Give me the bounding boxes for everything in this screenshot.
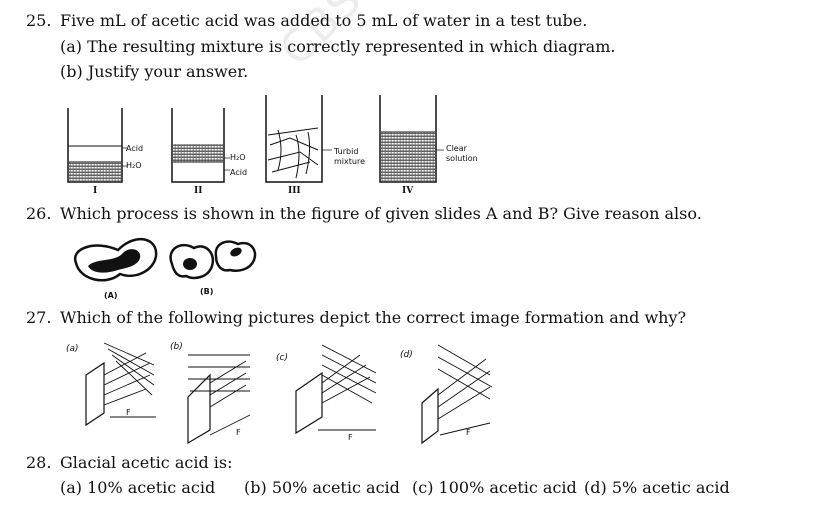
roman-ii: II <box>194 186 203 196</box>
label-h2o-i: H₂O <box>126 161 142 170</box>
question-number: 25. <box>26 11 52 30</box>
question-27: 27. Which of the following pictures depic… <box>26 308 686 328</box>
label-h2o-ii: H₂O <box>230 153 246 162</box>
label-acid-i: Acid <box>126 144 144 153</box>
diagram-b <box>187 354 251 445</box>
question-number: 28. <box>26 453 52 472</box>
label-mixture: mixture <box>334 157 365 166</box>
question-26: 26. Which process is shown in the figure … <box>26 204 702 224</box>
diagram-c <box>295 344 377 435</box>
question-number: 27. <box>26 308 52 327</box>
question-number: 26. <box>26 204 52 223</box>
label-slide-a: (A) <box>104 291 118 300</box>
cell-a <box>73 237 158 282</box>
label-acid-ii: Acid <box>230 168 248 177</box>
question-25-part-a: (a) The resulting mixture is correctly r… <box>60 37 616 56</box>
label-focus-a: F <box>126 408 131 417</box>
roman-iv: IV <box>402 186 414 196</box>
diagram-d <box>421 344 493 445</box>
label-focus-c: F <box>348 433 353 442</box>
beaker-ii <box>171 108 230 183</box>
roman-i: I <box>93 186 98 196</box>
mirror-figure <box>85 342 493 445</box>
cells-figure <box>73 237 257 282</box>
question-text: Five mL of acetic acid was added to 5 mL… <box>60 11 588 30</box>
question-text: Glacial acetic acid is: <box>60 453 233 472</box>
label-focus-b: F <box>236 428 241 437</box>
beakers-figure <box>67 95 444 183</box>
label-diagram-a: (a) <box>66 344 79 354</box>
label-focus-d: F <box>466 428 471 437</box>
label-diagram-b: (b) <box>170 342 183 352</box>
option-b: (b) 50% acetic acid <box>244 478 400 497</box>
option-d: (d) 5% acetic acid <box>584 478 730 497</box>
question-25: 25. Five mL of acetic acid was added to 5… <box>26 11 587 31</box>
label-diagram-d: (d) <box>400 350 413 360</box>
beaker-iii <box>265 95 332 183</box>
label-clear: Clear <box>446 144 467 153</box>
question-28: 28. Glacial acetic acid is: <box>26 453 232 473</box>
option-a: (a) 10% acetic acid <box>60 478 216 497</box>
label-solution: solution <box>446 154 478 163</box>
question-text: Which of the following pictures depict t… <box>60 308 687 327</box>
beaker-iv <box>379 95 444 183</box>
question-text: Which process is shown in the figure of … <box>60 204 702 223</box>
beaker-i <box>67 108 128 183</box>
label-slide-b: (B) <box>200 287 214 296</box>
option-c: (c) 100% acetic acid <box>412 478 577 497</box>
diagram-a <box>85 342 156 427</box>
question-25-part-b: (b) Justify your answer. <box>60 62 249 81</box>
label-turbid: Turbid <box>334 147 359 156</box>
cell-b <box>169 240 257 280</box>
roman-iii: III <box>288 186 301 196</box>
label-diagram-c: (c) <box>276 353 288 363</box>
